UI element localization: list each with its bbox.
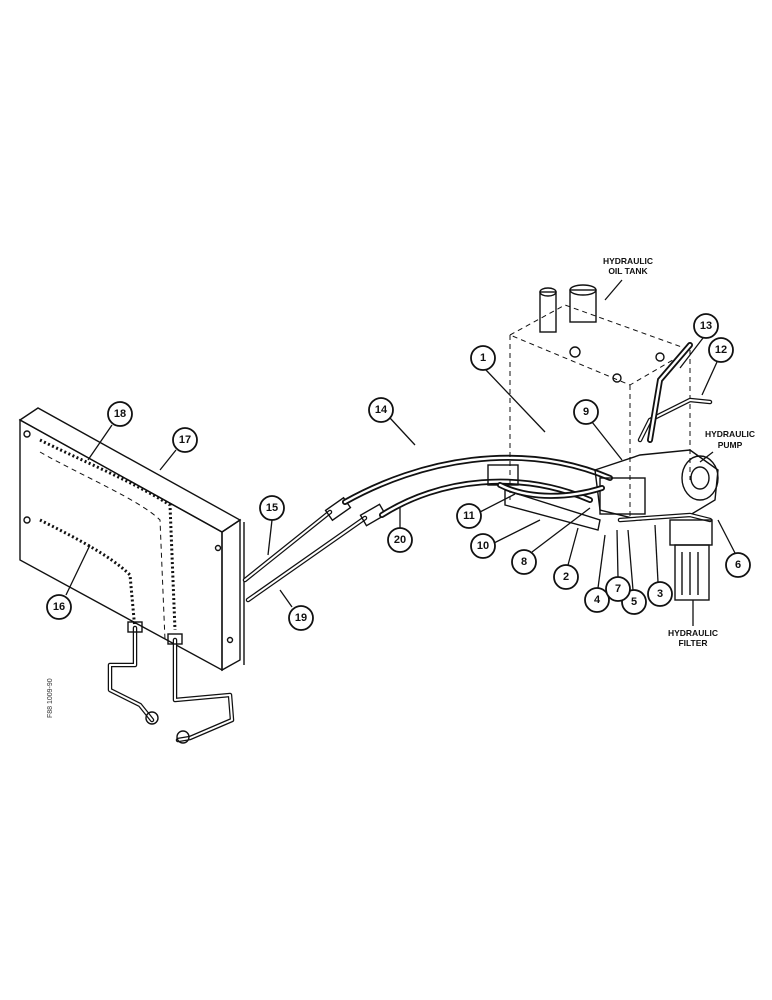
cooler-lines <box>107 621 235 744</box>
callout-7: 7 <box>605 529 631 602</box>
svg-text:6: 6 <box>735 559 741 571</box>
svg-text:17: 17 <box>179 434 191 446</box>
svg-text:20: 20 <box>394 534 406 546</box>
svg-text:9: 9 <box>583 406 589 418</box>
label-hydraulic-oil-tank: HYDRAULIC OIL TANK <box>603 256 653 301</box>
svg-text:1: 1 <box>480 352 486 364</box>
svg-text:OIL TANK: OIL TANK <box>608 266 648 276</box>
svg-text:HYDRAULIC: HYDRAULIC <box>705 429 755 439</box>
svg-text:5: 5 <box>631 596 637 608</box>
svg-text:19: 19 <box>295 612 307 624</box>
callout-8: 8 <box>511 507 591 575</box>
svg-text:12: 12 <box>715 344 727 356</box>
svg-text:13: 13 <box>700 320 712 332</box>
callout-19: 19 <box>279 589 314 631</box>
svg-text:8: 8 <box>521 556 527 568</box>
callout-16: 16 <box>46 544 91 620</box>
oil-cooler <box>18 407 245 672</box>
figure-code: F88 1009-90 <box>47 678 54 718</box>
svg-text:4: 4 <box>594 594 601 606</box>
callout-14: 14 <box>368 397 416 446</box>
callout-20: 20 <box>387 508 413 553</box>
svg-text:15: 15 <box>266 502 278 514</box>
steel-lines <box>242 496 387 603</box>
callout-9: 9 <box>573 399 623 461</box>
label-hydraulic-pump: HYDRAULIC PUMP <box>699 429 755 463</box>
svg-text:2: 2 <box>563 571 569 583</box>
svg-text:7: 7 <box>615 583 621 595</box>
svg-text:HYDRAULIC: HYDRAULIC <box>603 256 653 266</box>
callout-11: 11 <box>456 493 516 529</box>
flex-hoses <box>342 454 613 518</box>
callout-15: 15 <box>259 495 285 556</box>
label-hydraulic-filter: HYDRAULIC FILTER <box>668 600 718 648</box>
svg-text:FILTER: FILTER <box>678 638 707 648</box>
svg-text:11: 11 <box>463 510 475 522</box>
svg-text:HYDRAULIC: HYDRAULIC <box>668 628 718 638</box>
callout-1: 1 <box>470 345 546 433</box>
svg-text:3: 3 <box>657 588 663 600</box>
callout-17: 17 <box>159 427 198 471</box>
svg-text:PUMP: PUMP <box>718 440 743 450</box>
svg-text:18: 18 <box>114 408 126 420</box>
pump-valve-assembly <box>487 342 719 601</box>
callout-6: 6 <box>717 519 751 578</box>
callout-4: 4 <box>584 534 610 613</box>
callout-13: 13 <box>679 313 719 369</box>
svg-text:16: 16 <box>53 601 65 613</box>
callout-18: 18 <box>87 401 133 461</box>
svg-text:10: 10 <box>477 540 489 552</box>
callout-10: 10 <box>470 519 541 559</box>
callout-5: 5 <box>621 529 647 615</box>
callout-3: 3 <box>647 524 673 607</box>
callout-12: 12 <box>701 337 734 396</box>
svg-text:14: 14 <box>375 404 388 416</box>
hydraulic-oil-tank <box>508 284 692 520</box>
callout-2: 2 <box>553 527 579 590</box>
